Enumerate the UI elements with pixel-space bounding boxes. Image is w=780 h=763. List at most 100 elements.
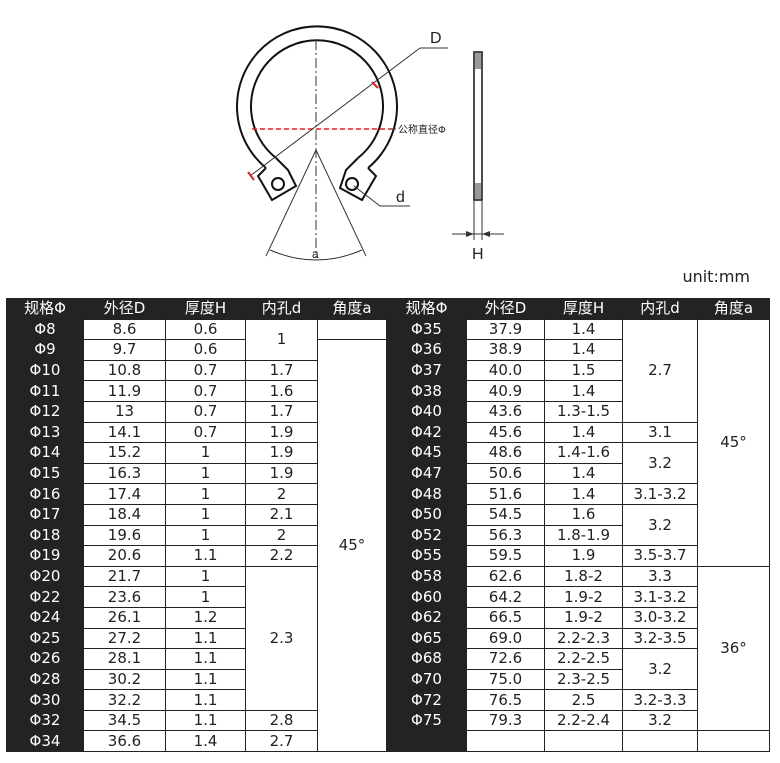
header-cell: 内孔d	[245, 298, 318, 320]
spec-cell: Φ30	[6, 689, 84, 711]
angle-cell	[697, 730, 770, 753]
hole-cell: 3.2-3.5	[622, 627, 698, 650]
thickness-cell: 1	[165, 503, 246, 526]
spec-cell: Φ26	[6, 648, 84, 670]
hole-cell: 1.7	[245, 400, 318, 423]
spec-cell: Φ15	[6, 462, 84, 485]
outer-diameter-cell: 64.2	[466, 586, 545, 608]
thickness-cell: 1	[165, 586, 246, 608]
thickness-cell: 0.7	[165, 400, 246, 423]
label-nominal-diameter: 公称直径Φ	[398, 123, 446, 136]
thickness-cell: 1.1	[165, 668, 246, 691]
hole-cell: 2.7	[622, 318, 698, 423]
outer-diameter-cell: 15.2	[83, 442, 166, 464]
header-cell: 角度a	[697, 298, 770, 320]
spec-cell: Φ38	[386, 380, 467, 402]
thickness-cell: 1.4-1.6	[544, 442, 623, 464]
spec-cell: Φ10	[6, 359, 84, 382]
spec-cell: Φ45	[386, 442, 467, 464]
hole-cell: 2.3	[245, 565, 318, 711]
outer-diameter-cell: 76.5	[466, 689, 545, 711]
outer-diameter-cell: 69.0	[466, 627, 545, 650]
spec-cell: Φ34	[6, 730, 84, 753]
circlip-technical-drawing: D 公称直径Φ d H a	[236, 25, 504, 263]
hole-cell: 2.1	[245, 503, 318, 526]
angle-cell: 36°	[697, 565, 770, 732]
spec-cell: Φ14	[6, 442, 84, 464]
thickness-cell: 1.1	[165, 648, 246, 670]
hole-cell: 1.7	[245, 359, 318, 382]
outer-diameter-cell	[466, 730, 545, 753]
hole-cell: 3.2	[622, 648, 698, 691]
spec-cell: Φ28	[6, 668, 84, 691]
thickness-cell: 1.9	[544, 545, 623, 567]
outer-diameter-cell: 30.2	[83, 668, 166, 691]
outer-diameter-cell: 34.5	[83, 709, 166, 732]
thickness-cell: 2.3-2.5	[544, 668, 623, 691]
outer-diameter-cell: 37.9	[466, 318, 545, 341]
thickness-cell: 1.5	[544, 359, 623, 382]
spec-cell: Φ9	[6, 339, 84, 361]
hole-cell: 2	[245, 483, 318, 505]
outer-diameter-cell: 14.1	[83, 421, 166, 444]
angle-cell: 45°	[697, 318, 770, 567]
spec-cell: Φ55	[386, 545, 467, 567]
hole-cell: 3.1-3.2	[622, 483, 698, 505]
spec-cell: Φ65	[386, 627, 467, 650]
hole-cell: 2.8	[245, 709, 318, 732]
thickness-cell: 1	[165, 442, 246, 464]
spec-cell: Φ47	[386, 462, 467, 485]
outer-diameter-cell: 59.5	[466, 545, 545, 567]
hole-cell: 3.2	[622, 442, 698, 485]
outer-diameter-cell: 11.9	[83, 380, 166, 402]
outer-diameter-cell: 32.2	[83, 689, 166, 711]
spec-cell: Φ72	[386, 689, 467, 711]
hole-cell: 3.0-3.2	[622, 606, 698, 629]
spec-cell: Φ52	[386, 524, 467, 547]
outer-diameter-cell: 9.7	[83, 339, 166, 361]
spec-cell: Φ32	[6, 709, 84, 732]
spec-cell: Φ37	[386, 359, 467, 382]
label-thickness-h: H	[472, 246, 484, 263]
outer-diameter-cell: 40.0	[466, 359, 545, 382]
outer-diameter-cell: 21.7	[83, 565, 166, 588]
hole-cell: 1.9	[245, 442, 318, 464]
thickness-cell: 1.4	[165, 730, 246, 753]
thickness-cell: 0.7	[165, 421, 246, 444]
spec-cell: Φ62	[386, 606, 467, 629]
angle-cell	[317, 318, 387, 341]
thickness-cell: 0.7	[165, 359, 246, 382]
header-cell: 厚度H	[165, 298, 246, 320]
outer-diameter-cell: 38.9	[466, 339, 545, 361]
hole-cell: 3.2-3.3	[622, 689, 698, 711]
outer-diameter-cell: 13	[83, 400, 166, 423]
thickness-cell: 1	[165, 524, 246, 547]
thickness-cell: 1.8-2	[544, 565, 623, 588]
spec-cell: Φ8	[6, 318, 84, 341]
thickness-cell: 1.6	[544, 503, 623, 526]
outer-diameter-cell: 54.5	[466, 503, 545, 526]
outer-diameter-cell: 48.6	[466, 442, 545, 464]
outer-diameter-cell: 79.3	[466, 709, 545, 732]
spec-cell: Φ13	[6, 421, 84, 444]
thickness-cell: 1.1	[165, 627, 246, 650]
outer-diameter-cell: 56.3	[466, 524, 545, 547]
hole-cell: 2	[245, 524, 318, 547]
thickness-cell: 1.1	[165, 709, 246, 732]
thickness-cell: 1.1	[165, 689, 246, 711]
thickness-cell: 2.5	[544, 689, 623, 711]
thickness-cell: 2.2-2.5	[544, 648, 623, 670]
spec-cell: Φ36	[386, 339, 467, 361]
thickness-cell: 0.6	[165, 339, 246, 361]
